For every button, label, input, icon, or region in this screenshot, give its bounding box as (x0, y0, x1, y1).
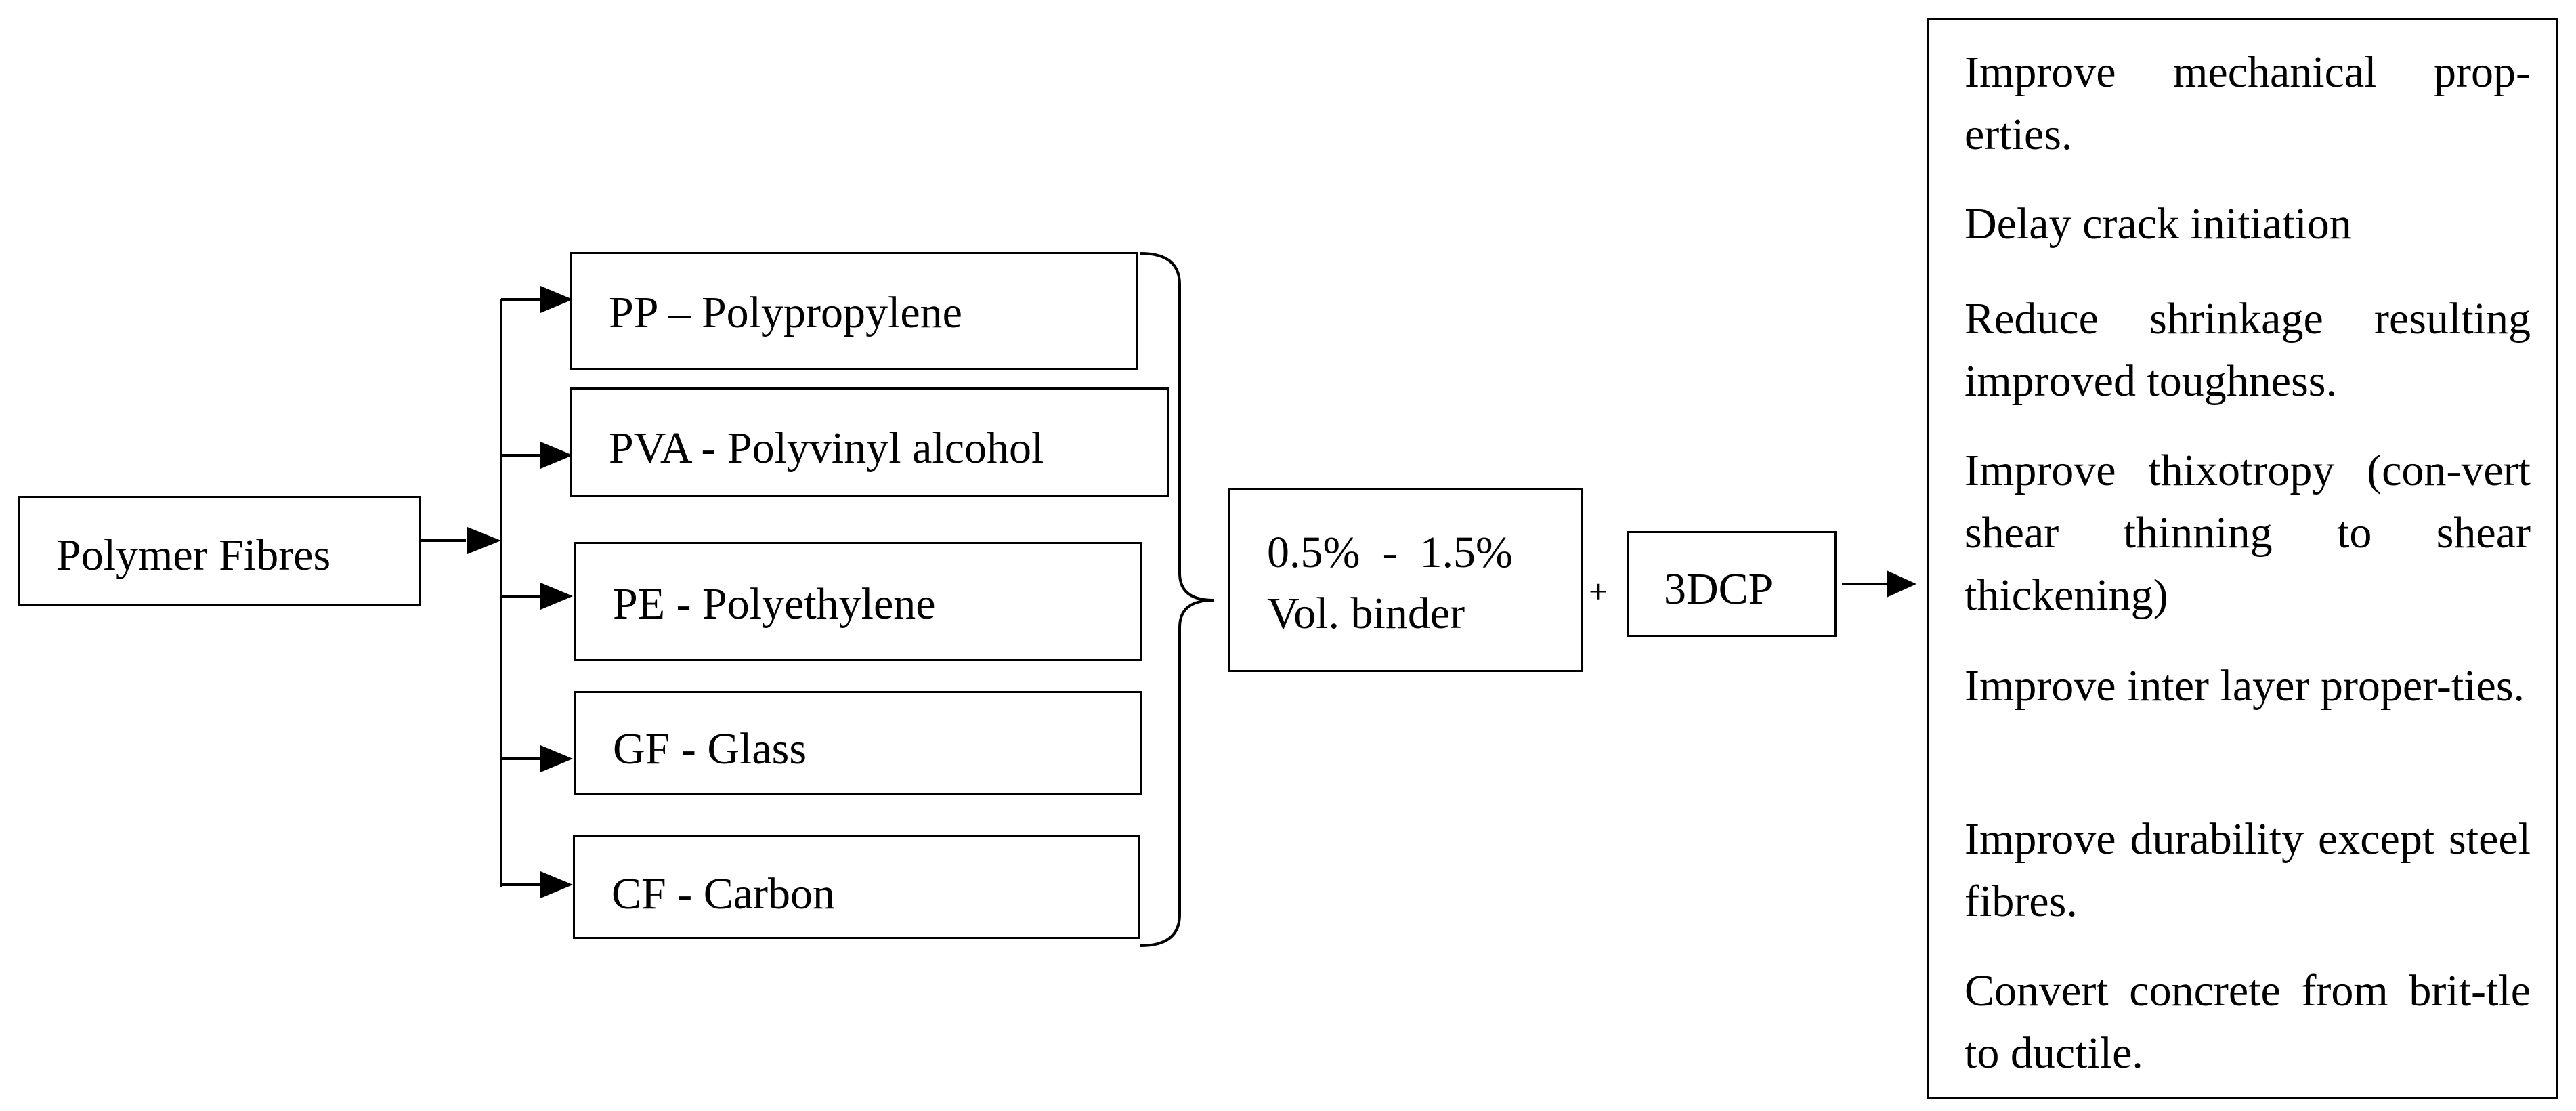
fibre-box-pe: PE - Polyethylene (574, 542, 1142, 661)
outcome-item: Improve durability except steel fibres. (1965, 814, 2531, 926)
process-box: 3DCP (1627, 531, 1837, 637)
outcome-item: Improve thixotropy (con-vert shear thinn… (1965, 446, 2531, 620)
outcomes-box: Improve mechanical prop-erties. Delay cr… (1927, 18, 2558, 1099)
fibre-label-pva: PVA - Polyvinyl alcohol (609, 423, 1044, 473)
dosage-range: 0.5% - 1.5% (1267, 528, 1513, 577)
fibre-box-gf: GF - Glass (574, 691, 1142, 795)
outcome-item: Improve mechanical prop-erties. (1965, 47, 2531, 159)
source-box: Polymer Fibres (18, 496, 421, 606)
fibre-label-pp: PP – Polypropylene (609, 288, 962, 337)
fibre-label-pe: PE - Polyethylene (613, 579, 936, 629)
source-label: Polymer Fibres (56, 530, 331, 580)
dosage-unit: Vol. binder (1267, 589, 1465, 638)
fibre-box-pp: PP – Polypropylene (570, 252, 1138, 370)
outcome-item: Reduce shrinkage resulting improved toug… (1965, 294, 2531, 406)
outcome-item: Improve inter layer proper-ties. (1965, 661, 2525, 711)
outcome-item: Delay crack initiation (1965, 199, 2352, 249)
fibre-box-pva: PVA - Polyvinyl alcohol (570, 387, 1169, 497)
fibre-box-cf: CF - Carbon (573, 835, 1140, 939)
outcome-item: Convert concrete from brit-tle to ductil… (1965, 966, 2531, 1078)
plus-sign: + (1589, 572, 1608, 610)
grouping-brace (1140, 252, 1214, 947)
source-arrowhead (467, 527, 501, 554)
process-arrowhead (1887, 570, 1916, 598)
fibre-label-gf: GF - Glass (613, 724, 807, 774)
fibre-label-cf: CF - Carbon (611, 869, 835, 919)
dosage-box: 0.5% - 1.5% Vol. binder (1228, 488, 1583, 672)
process-label: 3DCP (1664, 564, 1774, 614)
